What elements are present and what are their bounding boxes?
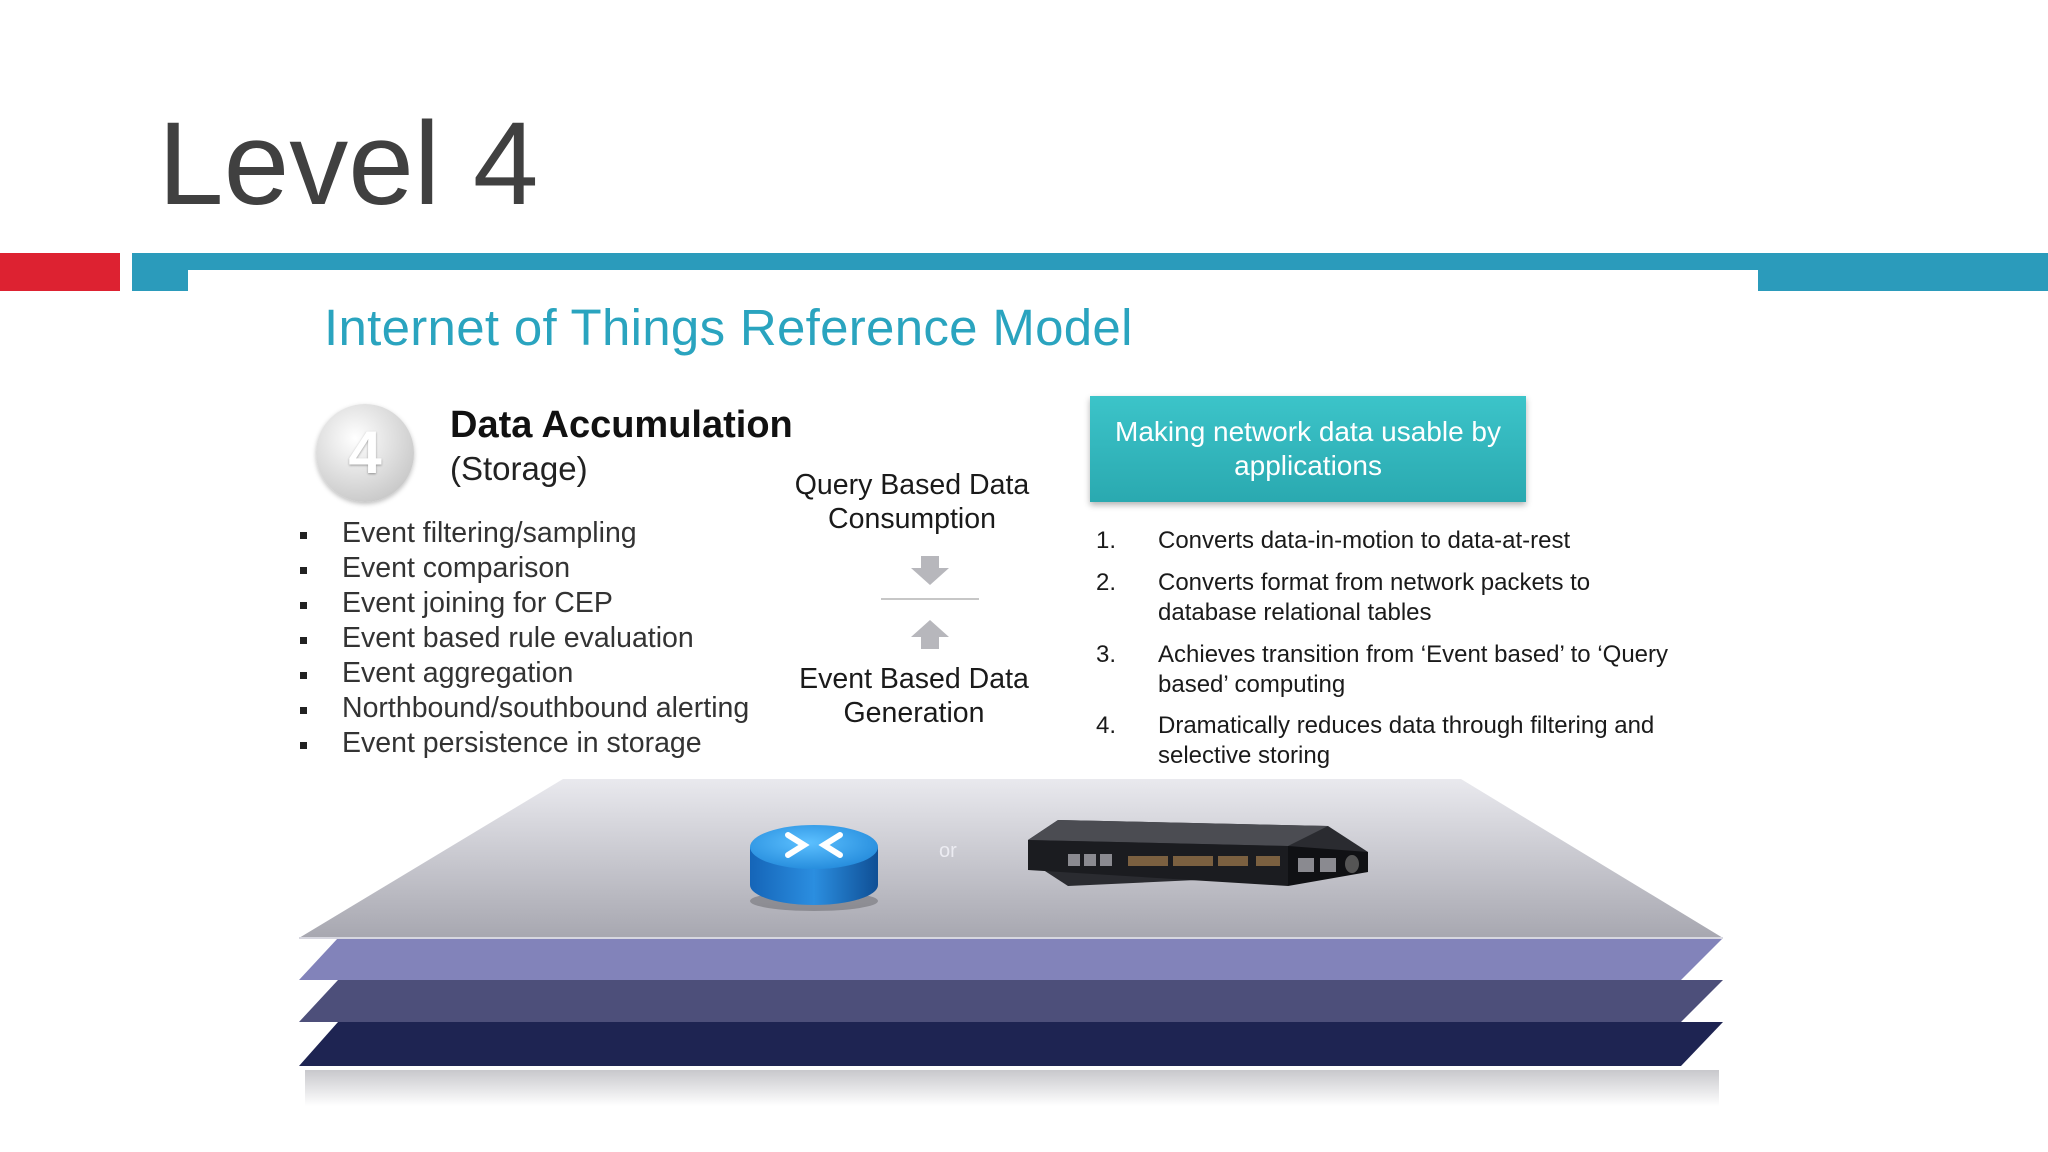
or-separator: or <box>939 840 957 862</box>
flow-divider <box>881 598 979 600</box>
figure-title: Internet of Things Reference Model <box>324 299 1133 356</box>
query-consumption-label: Query Based Data Consumption <box>794 469 1030 535</box>
function-list: Event filtering/sampling Event compariso… <box>296 516 749 761</box>
function-item: Event joining for CEP <box>296 586 749 621</box>
slide-title: Level 4 <box>158 98 539 230</box>
reference-model-figure: Internet of Things Reference Model 4 Dat… <box>188 270 1758 1120</box>
router-icon <box>750 825 878 911</box>
arrow-up-icon <box>911 620 949 649</box>
platform-top <box>299 779 1723 938</box>
function-item: Northbound/southbound alerting <box>296 691 749 726</box>
role-text: Converts data-in-motion to data-at-rest <box>1158 527 1571 554</box>
role-number: 4. <box>1096 712 1117 739</box>
function-item: Event comparison <box>296 551 749 586</box>
arrow-down-icon <box>911 556 949 585</box>
event-generation-label: Event Based Data Generation <box>799 663 1029 729</box>
purpose-box: Making network data usable by applicatio… <box>1090 396 1526 502</box>
layer-subtitle: (Storage) <box>450 450 588 487</box>
layer-third <box>299 980 1723 1022</box>
layer-name: Data Accumulation <box>450 404 793 446</box>
role-number: 3. <box>1096 641 1117 668</box>
role-number: 2. <box>1096 569 1117 596</box>
role-text: Converts format from network packets to … <box>1158 569 1591 626</box>
function-item: Event filtering/sampling <box>296 516 749 551</box>
layer-second <box>299 938 1723 980</box>
function-item: Event based rule evaluation <box>296 621 749 656</box>
level-number-badge: 4 <box>316 404 414 502</box>
role-text: Dramatically reduces data through filter… <box>1158 712 1655 769</box>
function-item: Event aggregation <box>296 656 749 691</box>
network-switch-icon <box>1028 820 1368 886</box>
function-item: Event persistence in storage <box>296 726 749 761</box>
accent-bar-red <box>0 253 120 291</box>
layer-stack <box>299 779 1723 1106</box>
layer-bottom <box>299 1022 1723 1066</box>
shadow-base <box>305 1070 1719 1106</box>
role-number: 1. <box>1096 527 1117 554</box>
role-text: Achieves transition from ‘Event based’ t… <box>1158 641 1669 698</box>
